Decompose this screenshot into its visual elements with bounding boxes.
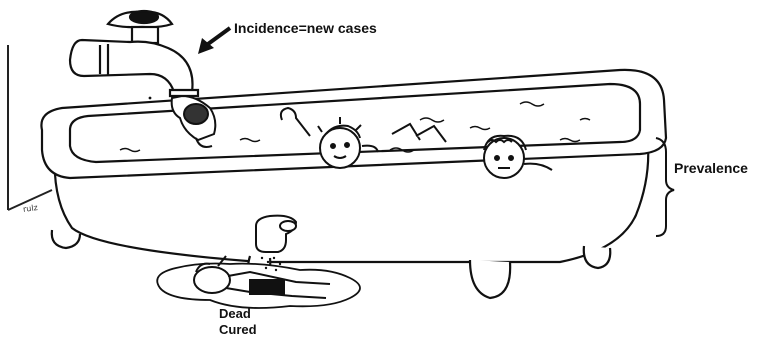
outcome-label: Dead Cured <box>219 306 257 338</box>
arrow-icon <box>198 28 230 54</box>
brace-icon <box>656 138 674 236</box>
cured-label: Cured <box>219 322 257 338</box>
dead-label: Dead <box>219 306 257 322</box>
incidence-label: Incidence=new cases <box>234 20 377 36</box>
bathtub <box>41 70 666 298</box>
prevalence-label: Prevalence <box>674 160 748 176</box>
faucet-icon <box>70 11 198 96</box>
